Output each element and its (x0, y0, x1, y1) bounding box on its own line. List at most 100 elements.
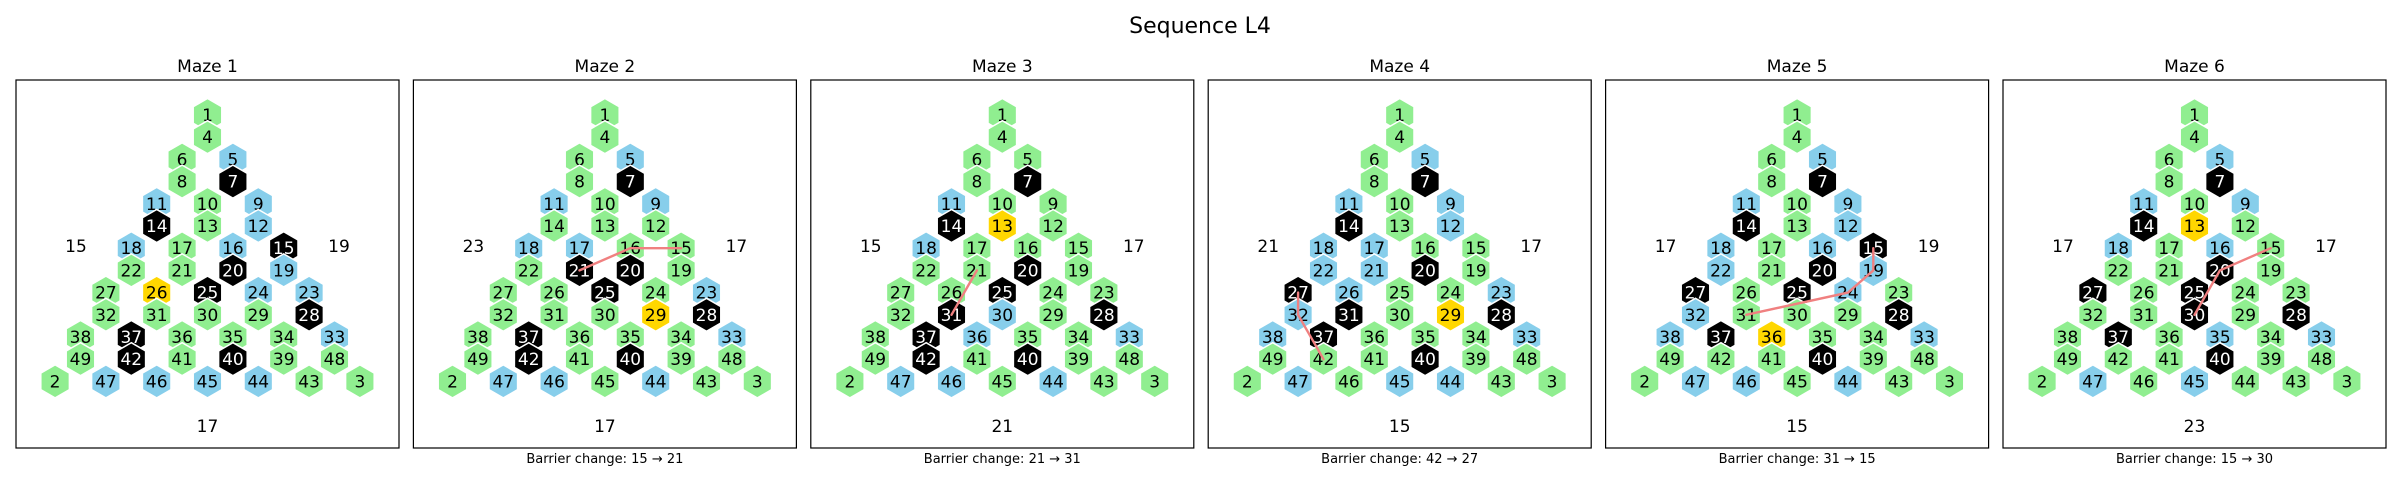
hex-cell-2: 2 (2027, 364, 2058, 399)
hex-cell-15: 15 (1460, 230, 1491, 266)
hex-shape (1038, 364, 1069, 399)
hex-cell-33: 33 (1909, 319, 1940, 355)
hex-shape (2331, 364, 2362, 399)
hex-label: 31 (2133, 306, 2155, 326)
hex-label: 3 (1944, 372, 1955, 392)
hex-cell-49: 49 (65, 341, 96, 377)
barrier-path (1745, 247, 1875, 316)
hex-label: 17 (966, 239, 988, 259)
hex-shape (2230, 364, 2261, 399)
hex-label: 10 (1786, 195, 1808, 215)
hex-cell-18: 18 (2103, 230, 2134, 266)
hex-cell-22: 22 (2103, 253, 2134, 288)
hex-label: 45 (2184, 372, 2206, 392)
hex-cell-3: 3 (1934, 364, 1965, 399)
hex-cell-30: 30 (589, 297, 620, 333)
hex-shape (1012, 341, 1043, 377)
hex-label: 11 (1338, 195, 1360, 215)
hex-label: 23 (1093, 284, 1115, 304)
hex-shape (1384, 119, 1415, 155)
hex-shape (1655, 341, 1686, 377)
hex-shape (1435, 364, 1466, 399)
hex-cell-30: 30 (1384, 297, 1415, 333)
hex-cell-3: 3 (2331, 364, 2362, 399)
hex-shape (90, 364, 121, 399)
hex-label: 38 (2057, 328, 2079, 348)
hex-cell-39: 39 (1858, 341, 1889, 377)
hex-label: 31 (543, 306, 565, 326)
hex-label: 17 (2158, 239, 2180, 259)
hex-shape (911, 341, 942, 377)
hex-label: 10 (1389, 195, 1411, 215)
hex-cell-43: 43 (294, 364, 325, 399)
hex-label: 24 (2234, 284, 2256, 304)
hex-shape (1333, 297, 1364, 333)
hex-shape (2281, 364, 2312, 399)
hex-shape (1435, 297, 1466, 333)
hex-shape (1435, 208, 1466, 244)
hex-cell-41: 41 (1359, 341, 1390, 377)
hex-cell-46: 46 (2128, 364, 2159, 399)
hex-shape (1629, 364, 1660, 399)
hex-shape (1511, 341, 1542, 377)
hex-label: 29 (247, 306, 269, 326)
hex-shape (268, 253, 299, 288)
hex-cell-35: 35 (2204, 319, 2235, 355)
hex-shape (1063, 253, 1094, 288)
hex-shape (294, 364, 325, 399)
hex-label: 4 (599, 128, 610, 148)
hex-cell-11: 11 (141, 186, 172, 222)
hex-label: 6 (971, 150, 982, 170)
hex-label: 17 (1363, 239, 1385, 259)
hex-label: 23 (696, 284, 718, 304)
hex-cell-34: 34 (666, 319, 697, 355)
hex-label: 2 (447, 372, 458, 392)
hex-label: 32 (492, 306, 514, 326)
hex-label: 17 (569, 239, 591, 259)
hex-label: 16 (2209, 239, 2231, 259)
hex-label: 39 (273, 350, 295, 370)
hex-cell-2: 2 (1629, 364, 1660, 399)
hex-label: 26 (146, 284, 168, 304)
hex-label: 37 (1710, 328, 1732, 348)
hex-cell-15: 15 (268, 230, 299, 266)
hex-label: 19 (273, 261, 295, 281)
hex-label: 40 (2209, 350, 2231, 370)
hex-label: 19 (2260, 261, 2282, 281)
hex-cell-46: 46 (1731, 364, 1762, 399)
hex-cell-11: 11 (1333, 186, 1364, 222)
hex-cell-30: 30 (192, 297, 223, 333)
hex-shape (885, 364, 916, 399)
hex-shape (589, 297, 620, 333)
hex-label: 15 (1068, 239, 1090, 259)
hex-cell-28: 28 (1088, 297, 1119, 333)
hex-shape (243, 208, 274, 244)
hex-cell-40: 40 (217, 341, 248, 377)
hex-label: 27 (2082, 284, 2104, 304)
hex-cell-44: 44 (1435, 364, 1466, 399)
hex-cell-49: 49 (860, 341, 891, 377)
hex-label: 5 (1817, 150, 1828, 170)
hex-label: 21 (171, 261, 193, 281)
hex-label: 20 (1017, 261, 1039, 281)
hex-label: 37 (1313, 328, 1335, 348)
hex-cell-23: 23 (1486, 275, 1517, 310)
hex-shape (589, 208, 620, 244)
hex-label: 4 (997, 128, 1008, 148)
hex-shape (987, 297, 1018, 333)
hex-cell-19: 19 (666, 253, 697, 288)
hex-label: 30 (991, 306, 1013, 326)
hex-cell-17: 17 (167, 230, 198, 266)
hex-cell-41: 41 (167, 341, 198, 377)
hex-shape (1460, 341, 1491, 377)
hex-label: 42 (915, 350, 937, 370)
hex-shape (344, 364, 375, 399)
hex-label: 40 (222, 350, 244, 370)
hex-label: 28 (696, 306, 718, 326)
hex-label: 6 (574, 150, 585, 170)
hex-label: 33 (721, 328, 743, 348)
hex-label: 47 (1287, 372, 1309, 392)
